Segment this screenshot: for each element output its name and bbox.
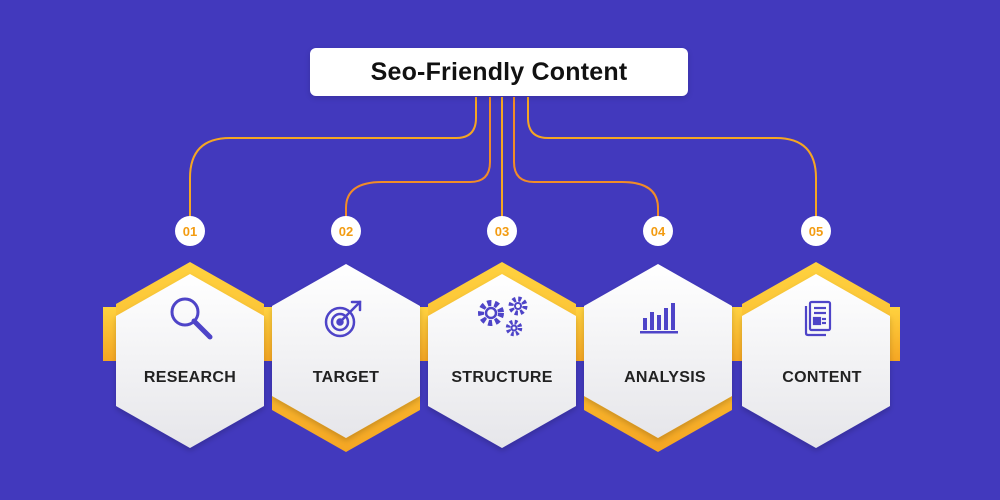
target-icon	[324, 300, 362, 338]
svg-text:STRUCTURE: STRUCTURE	[451, 369, 552, 386]
svg-text:ANALYSIS: ANALYSIS	[624, 369, 706, 386]
diagram-title: Seo-Friendly Content	[370, 57, 628, 86]
step-badge-01: 01	[175, 216, 205, 246]
step-card-structure: STRUCTURE	[428, 262, 576, 448]
step-badge-05: 05	[801, 216, 831, 246]
hex-body	[116, 274, 264, 448]
step-card-content: CONTENT	[742, 262, 890, 448]
svg-text:05: 05	[809, 224, 823, 239]
svg-text:RESEARCH: RESEARCH	[144, 369, 236, 386]
svg-text:01: 01	[183, 224, 197, 239]
svg-text:04: 04	[651, 224, 666, 239]
svg-text:02: 02	[339, 224, 353, 239]
connector-01	[189, 97, 477, 218]
step-card-analysis: ANALYSIS	[584, 264, 732, 452]
connector-04	[513, 97, 659, 218]
hex-body	[584, 264, 732, 438]
svg-text:TARGET: TARGET	[313, 369, 379, 386]
step-card-research: RESEARCH	[116, 262, 264, 448]
gears-icon	[478, 296, 528, 337]
hex-body	[428, 274, 576, 448]
step-badge-03: 03	[487, 216, 517, 246]
magnifier-icon	[170, 297, 213, 340]
step-badge-02: 02	[331, 216, 361, 246]
hex-body	[742, 274, 890, 448]
step-card-target: TARGET	[272, 264, 420, 452]
title-box: Seo-Friendly Content	[310, 48, 688, 96]
connector-02	[345, 97, 491, 218]
step-badge-04: 04	[643, 216, 673, 246]
svg-text:03: 03	[495, 224, 509, 239]
hex-body	[272, 264, 420, 438]
svg-text:CONTENT: CONTENT	[782, 369, 861, 386]
connector-lines	[189, 97, 817, 218]
document-icon	[804, 300, 832, 337]
bar-chart-icon	[640, 303, 678, 334]
connector-05	[527, 97, 817, 218]
